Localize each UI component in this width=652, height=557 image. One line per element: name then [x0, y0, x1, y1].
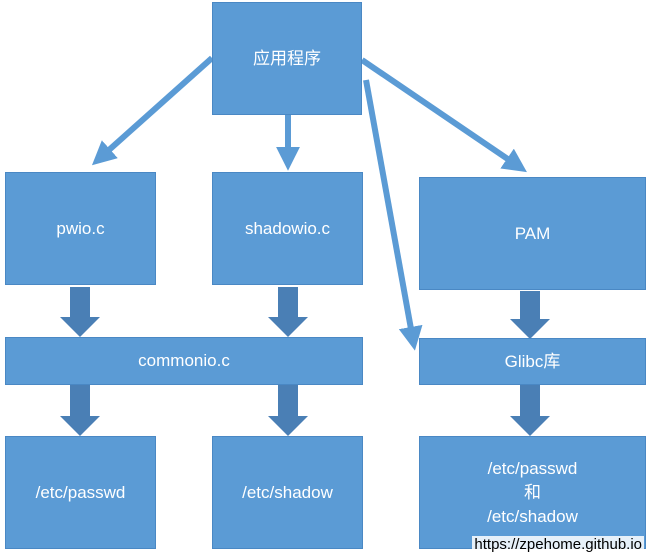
application-box: 应用程序	[212, 2, 362, 115]
glibc-files-line2: 和	[524, 482, 541, 502]
commonio-box: commonio.c	[5, 337, 363, 385]
pwio-label: pwio.c	[56, 218, 105, 238]
shadow-label: /etc/shadow	[242, 482, 333, 502]
application-label: 应用程序	[253, 48, 321, 68]
block-arrow-shadowio-to-commonio	[268, 287, 308, 337]
block-arrow-commonio-to-shadow	[268, 385, 308, 436]
watermark: https://zpehome.github.io	[472, 536, 644, 553]
arrow-app-to-pam	[360, 57, 527, 173]
passwd-label: /etc/passwd	[35, 482, 126, 502]
shadowio-box: shadowio.c	[212, 172, 363, 285]
arrow-app-to-glibc	[363, 79, 423, 351]
glibc-files-line3: /etc/shadow	[487, 506, 578, 526]
arrow-app-to-pwio	[91, 55, 214, 166]
glibc-files-box: /etc/passwd 和 /etc/shadow	[419, 436, 646, 549]
block-arrow-pam-to-glibc	[510, 291, 550, 339]
block-arrow-pwio-to-commonio	[60, 287, 100, 337]
glibc-box: Glibc库	[419, 338, 646, 385]
pam-label: PAM	[514, 223, 551, 243]
pwio-box: pwio.c	[5, 172, 156, 285]
shadowio-label: shadowio.c	[244, 218, 331, 238]
block-arrow-glibc-to-files	[510, 385, 550, 436]
glibc-label: Glibc库	[504, 351, 561, 371]
glibc-files-line1: /etc/passwd	[487, 458, 578, 478]
block-arrow-commonio-to-passwd	[60, 385, 100, 436]
shadow-box: /etc/shadow	[212, 436, 363, 549]
commonio-label: commonio.c	[138, 351, 230, 370]
pam-box: PAM	[419, 177, 646, 290]
passwd-box: /etc/passwd	[5, 436, 156, 549]
